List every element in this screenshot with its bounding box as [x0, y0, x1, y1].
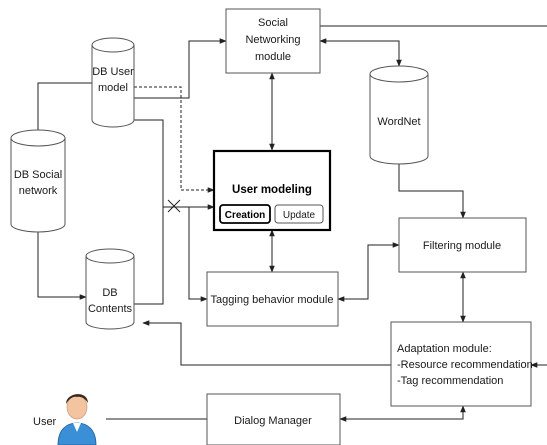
- db-user-model-line2: model: [98, 82, 128, 94]
- db-social-network-line2: network: [19, 185, 58, 197]
- user-label: User: [33, 416, 57, 428]
- update-box: [274, 204, 324, 224]
- edges: [37, 25, 547, 422]
- db-user-model-line1: DB User: [92, 66, 134, 78]
- adaptation-module: Adaptation module: -Resource recommendat…: [390, 321, 533, 407]
- edge-dbuser-social: [133, 38, 227, 99]
- db-social-network-line1: DB Social: [14, 169, 62, 181]
- wordnet: WordNet: [369, 65, 429, 165]
- dialog-manager-label: Dialog Manager: [234, 415, 312, 427]
- edge-cross-b: [167, 199, 181, 213]
- social-networking-line3: module: [255, 51, 291, 63]
- db-contents-line1: DB: [102, 287, 117, 299]
- edge-wordnet-filtering: [398, 164, 466, 219]
- user-modeling: User modeling Creation Update: [212, 149, 332, 232]
- tagging-behavior-module: Tagging behavior module: [206, 271, 339, 327]
- edge-social-wordnet: [319, 38, 402, 67]
- social-networking-line2: Networking: [245, 34, 300, 46]
- user-modeling-title: User modeling: [232, 184, 312, 196]
- social-networking-line1: Social: [258, 17, 288, 29]
- db-user-model: DB User model: [91, 37, 135, 128]
- edge-adaptation-dbcontents: [142, 320, 391, 366]
- creation-label: Creation: [225, 210, 266, 221]
- db-social-network: DB Social network: [10, 129, 66, 233]
- edge-tagging-filtering: [337, 242, 400, 302]
- edge-dbsocial-dbcontents: [37, 232, 87, 300]
- dialog-manager: Dialog Manager: [206, 393, 341, 445]
- filtering-label: Filtering module: [423, 240, 501, 252]
- filtering-module: Filtering module: [398, 217, 527, 273]
- update-label: Update: [283, 210, 316, 221]
- user-person-icon: [57, 394, 97, 445]
- wordnet-label: WordNet: [377, 116, 420, 128]
- social-networking-module: Social Networking module: [225, 8, 321, 74]
- edge-dbsocial-dbuser: [37, 82, 94, 138]
- edge-dbuser-bus: [134, 119, 164, 195]
- adaptation-line2: -Resource recommendation: [397, 359, 533, 371]
- edge-adaptation-dialog: [339, 405, 466, 422]
- adaptation-line3: -Tag recommendation: [397, 375, 503, 387]
- db-contents-line2: Contents: [88, 303, 133, 315]
- adaptation-line1: Adaptation module:: [397, 343, 492, 355]
- edge-dbuser-usermodeling-dashed: [134, 86, 215, 193]
- user: User: [33, 394, 97, 445]
- tagging-label: Tagging behavior module: [211, 294, 334, 306]
- edge-bus-tagging: [188, 207, 208, 302]
- db-contents: DB Contents: [85, 248, 135, 330]
- creation-box: [219, 204, 271, 224]
- edge-dbcontents-bus: [134, 176, 164, 305]
